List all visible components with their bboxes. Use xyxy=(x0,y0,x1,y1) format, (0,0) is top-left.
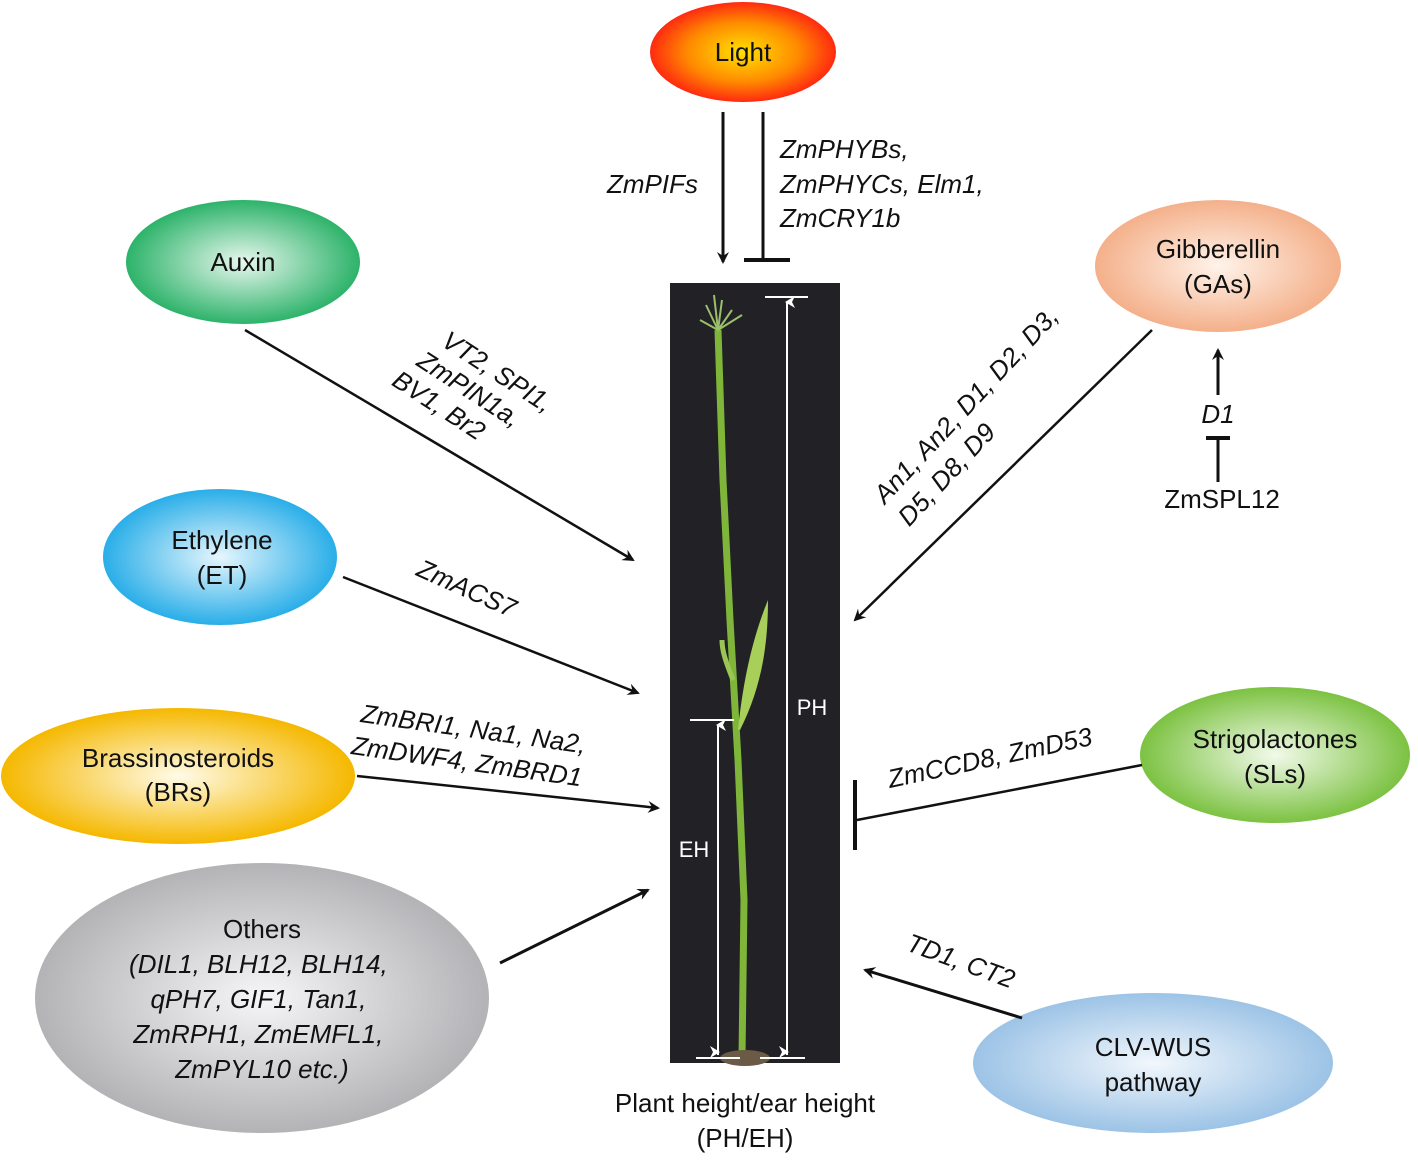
light-inhibit-genes: ZmPHYBs, ZmPHYCs, Elm1, ZmCRY1b xyxy=(779,134,991,233)
brassinosteroids-label: Brassinosteroids xyxy=(82,743,274,773)
brassinosteroids-sub: (BRs) xyxy=(145,777,211,807)
strigolactones-inhibit-bar xyxy=(853,763,1143,850)
strigolactones-label: Strigolactones xyxy=(1193,724,1358,754)
clv-wus-label: CLV-WUS xyxy=(1095,1032,1212,1062)
auxin-node: Auxin xyxy=(126,200,360,324)
others-arrow xyxy=(499,888,650,965)
ethylene-label: Ethylene xyxy=(171,525,272,555)
gibberellin-label: Gibberellin xyxy=(1156,234,1280,264)
brassinosteroids-node: Brassinosteroids (BRs) xyxy=(1,708,355,844)
plant-caption: Plant height/ear height xyxy=(615,1088,876,1118)
brassinosteroids-arrow xyxy=(356,774,660,813)
others-node: Others (DIL1, BLH12, BLH14, qPH7, GIF1, … xyxy=(35,863,489,1133)
spl12-inhibit-bar xyxy=(1206,436,1230,482)
clv-wus-sub: pathway xyxy=(1105,1067,1202,1097)
zmspl12-label: ZmSPL12 xyxy=(1164,484,1280,514)
strigolactones-node: Strigolactones (SLs) xyxy=(1140,687,1410,823)
d1-label: D1 xyxy=(1201,399,1234,429)
clv-wus-node: CLV-WUS pathway xyxy=(973,993,1333,1133)
eh-label: EH xyxy=(679,837,710,862)
clv-wus-arrow xyxy=(863,967,1023,1020)
maize-plant-photo xyxy=(670,283,840,1066)
strigolactones-sub: (SLs) xyxy=(1244,759,1306,789)
gibberellin-arrow xyxy=(853,329,1153,622)
ethylene-node: Ethylene (ET) xyxy=(103,489,337,625)
auxin-arrow xyxy=(244,328,635,562)
eh-measure xyxy=(690,719,740,1059)
auxin-genes: VT2, SPI1, ZmPIN1a, BV1, Br2 xyxy=(387,314,564,473)
ph-label: PH xyxy=(797,695,828,720)
clv-wus-genes: TD1, CT2 xyxy=(903,927,1020,994)
light-promote-genes: ZmPIFs xyxy=(606,169,698,199)
auxin-label: Auxin xyxy=(210,247,275,277)
light-inhibit-bar xyxy=(744,112,790,262)
ethylene-genes: ZmACS7 xyxy=(412,553,523,624)
plant-caption-sub: (PH/EH) xyxy=(697,1123,794,1153)
light-label: Light xyxy=(715,37,772,67)
ethylene-arrow xyxy=(342,575,640,695)
gibberellin-sub: (GAs) xyxy=(1184,269,1252,299)
light-node: Light xyxy=(650,2,836,102)
others-label: Others xyxy=(223,914,301,944)
gibberellin-node: Gibberellin (GAs) xyxy=(1095,200,1341,332)
ethylene-sub: (ET) xyxy=(197,560,248,590)
strigolactones-genes: ZmCCD8, ZmD53 xyxy=(884,721,1095,794)
others-genes: (DIL1, BLH12, BLH14, qPH7, GIF1, Tan1, Z… xyxy=(129,949,395,1084)
ph-measure xyxy=(760,296,808,1059)
